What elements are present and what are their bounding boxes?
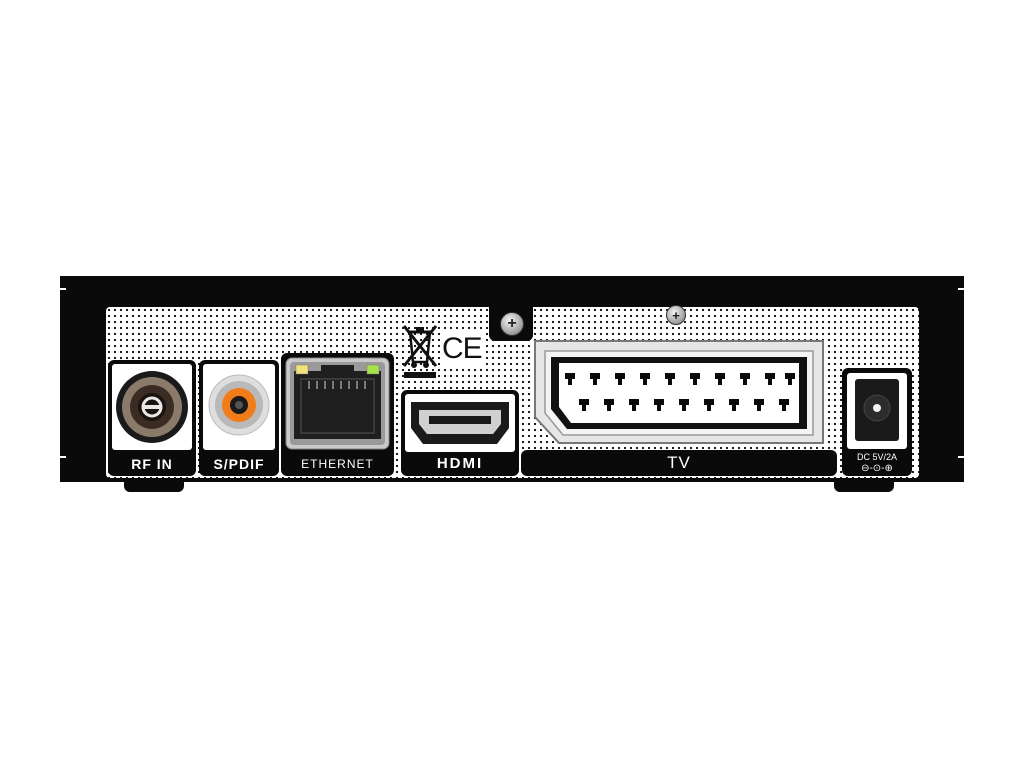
scart-connector-icon[interactable]	[531, 337, 827, 447]
dc-power-block[interactable]: DC 5V/2A ⊖-⊙-⊕	[842, 368, 912, 476]
dc-polarity-label: ⊖-⊙-⊕	[861, 463, 893, 474]
coax-connector-icon	[116, 371, 188, 443]
tv-label-strip: TV	[521, 450, 837, 476]
edge-tick	[958, 456, 964, 458]
spdif-port-block[interactable]: S/PDIF	[199, 360, 279, 476]
scart-pin-row-top	[565, 373, 795, 385]
hdmi-port-block[interactable]: HDMI	[401, 390, 519, 476]
device-foot-right	[834, 480, 894, 492]
ethernet-label: ETHERNET	[301, 457, 374, 471]
rf-in-label: RF IN	[131, 456, 173, 472]
device-foot-left	[124, 480, 184, 492]
rca-connector-icon	[208, 374, 270, 436]
hdmi-port-icon	[411, 402, 509, 444]
rf-in-port-block[interactable]: RF IN	[108, 360, 196, 476]
regulatory-markings: CE	[398, 322, 490, 378]
dc-rating-label: DC 5V/2A	[856, 452, 898, 462]
scart-pin-row-bottom	[579, 399, 789, 411]
hdmi-label: HDMI	[436, 455, 484, 472]
tv-label: TV	[667, 453, 691, 472]
edge-tick	[958, 288, 964, 290]
screw-icon: +	[500, 312, 524, 336]
rj45-port-icon	[285, 357, 390, 450]
weee-bin-icon	[402, 325, 438, 378]
edge-tick	[60, 456, 66, 458]
spdif-label: S/PDIF	[213, 456, 265, 472]
dc-jack-icon	[855, 379, 899, 441]
edge-tick	[60, 288, 66, 290]
ethernet-port-block[interactable]: ETHERNET	[281, 353, 394, 476]
screw-icon: +	[666, 305, 686, 325]
ce-mark: CE	[440, 332, 484, 366]
